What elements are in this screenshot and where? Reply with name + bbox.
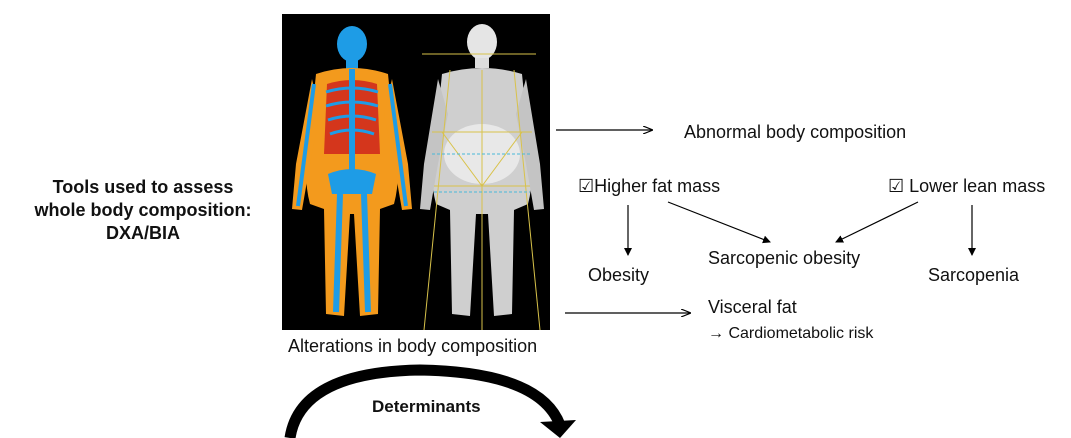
arrow-fat-to-sarcopenic-obesity bbox=[668, 202, 770, 242]
determinants-arrowhead bbox=[540, 420, 576, 438]
arrow-lean-to-sarcopenic-obesity bbox=[836, 202, 918, 242]
determinants-label: Determinants bbox=[372, 397, 481, 417]
